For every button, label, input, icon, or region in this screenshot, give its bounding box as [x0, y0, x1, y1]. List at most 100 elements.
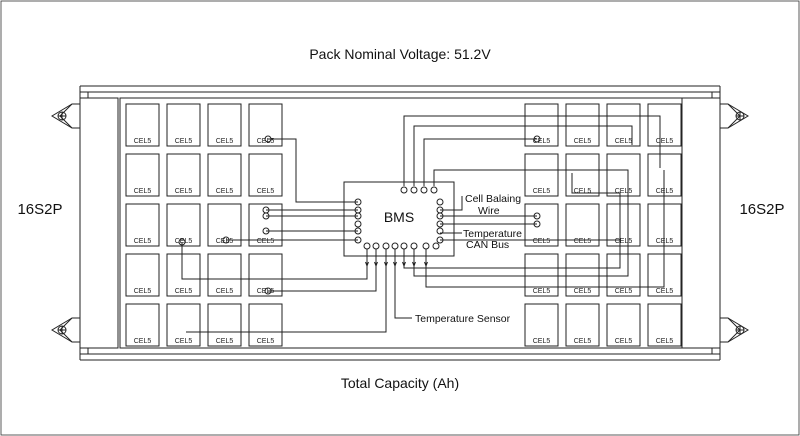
arrow-icon	[384, 261, 388, 268]
connector-pin	[422, 242, 430, 250]
mounting-hole-icon	[735, 325, 745, 335]
tap-point	[533, 135, 541, 143]
connector-pin	[430, 186, 438, 194]
connector-pin	[420, 186, 428, 194]
arrow-icon	[393, 261, 397, 268]
arrow-icon	[374, 261, 378, 268]
battery-cell: CEL5	[166, 103, 201, 147]
battery-cell: CEL5	[606, 253, 641, 297]
cell-balancing-label-line2: Wire	[478, 205, 500, 217]
cell-label: CEL5	[615, 288, 633, 295]
battery-cell: CEL5	[125, 203, 160, 247]
cell-label: CEL5	[257, 288, 275, 295]
connector-pin	[382, 242, 390, 250]
battery-cell: CEL5	[565, 303, 600, 347]
cell-label: CEL5	[656, 338, 674, 345]
battery-cell: CEL5	[125, 103, 160, 147]
battery-cell: CEL5	[248, 303, 283, 347]
cell-label: CEL5	[134, 138, 152, 145]
wiring-harness	[181, 115, 665, 333]
connector-pin	[436, 227, 444, 235]
battery-cell: CEL5	[524, 203, 559, 247]
pack-voltage-title: Pack Nominal Voltage: 51.2V	[309, 46, 491, 62]
bms-connector-pins	[354, 186, 444, 268]
cell-label: CEL5	[216, 188, 234, 195]
cell-label: CEL5	[533, 188, 551, 195]
cell-label: CEL5	[656, 288, 674, 295]
cell-label: CEL5	[656, 238, 674, 245]
tap-point	[262, 227, 270, 235]
connector-pin	[436, 212, 444, 220]
cell-label: CEL5	[134, 288, 152, 295]
cell-label: CEL5	[533, 238, 551, 245]
connector-pin	[354, 227, 362, 235]
connector-pin	[410, 242, 418, 250]
connector-pin	[432, 242, 440, 250]
battery-cell: CEL5	[125, 153, 160, 197]
cell-balancing-label-line1: Cell Balaing	[465, 193, 521, 205]
total-capacity-label: Total Capacity (Ah)	[341, 375, 459, 391]
cell-label: CEL5	[216, 238, 234, 245]
cell-label: CEL5	[656, 188, 674, 195]
cell-label: CEL5	[134, 238, 152, 245]
cell-label: CEL5	[257, 188, 275, 195]
cell-label: CEL5	[533, 288, 551, 295]
temperature-sensor-label: Temperature Sensor	[415, 313, 511, 325]
cell-label: CEL5	[574, 138, 592, 145]
config-label-left: 16S2P	[17, 201, 62, 218]
connector-pin	[354, 198, 362, 206]
config-label-right: 16S2P	[739, 201, 784, 218]
cell-label: CEL5	[175, 238, 193, 245]
bms-module: BMS	[343, 181, 455, 268]
battery-cell: CEL5	[606, 103, 641, 147]
cell-label: CEL5	[175, 288, 193, 295]
tap-point	[264, 287, 272, 295]
battery-cell: CEL5	[248, 153, 283, 197]
battery-cell: CEL5	[166, 303, 201, 347]
cell-label: CEL5	[134, 188, 152, 195]
battery-cell: CEL5	[207, 303, 242, 347]
battery-cell: CEL5	[166, 153, 201, 197]
battery-cell: CEL5	[166, 253, 201, 297]
battery-cell: CEL5	[248, 253, 283, 297]
cell-label: CEL5	[615, 188, 633, 195]
cell-label: CEL5	[175, 138, 193, 145]
connector-pin	[436, 220, 444, 228]
tap-point	[533, 220, 541, 228]
connector-pin	[354, 236, 362, 244]
cell-label: CEL5	[175, 338, 193, 345]
connector-pin	[436, 236, 444, 244]
arrow-icon	[365, 261, 369, 268]
cell-label: CEL5	[216, 138, 234, 145]
battery-cell: CEL5	[207, 103, 242, 147]
cell-label: CEL5	[574, 338, 592, 345]
pack-enclosure	[51, 85, 749, 361]
cell-label: CEL5	[533, 338, 551, 345]
tap-point	[222, 236, 230, 244]
tap-point	[262, 212, 270, 220]
mounting-hole-icon	[57, 325, 67, 335]
battery-cell: CEL5	[606, 303, 641, 347]
connector-pin	[410, 186, 418, 194]
connector-pin	[354, 220, 362, 228]
battery-cell: CEL5	[125, 303, 160, 347]
tap-point	[178, 238, 186, 246]
battery-cell: CEL5	[565, 153, 600, 197]
cell-label: CEL5	[574, 188, 592, 195]
battery-cell: CEL5	[565, 203, 600, 247]
battery-cell: CEL5	[125, 253, 160, 297]
battery-cell: CEL5	[248, 203, 283, 247]
connector-pin	[436, 198, 444, 206]
connector-pin	[400, 242, 408, 250]
cell-label: CEL5	[574, 238, 592, 245]
cell-label: CEL5	[574, 288, 592, 295]
bms-label: BMS	[384, 209, 414, 225]
cell-label: CEL5	[216, 338, 234, 345]
arrow-icon	[412, 261, 416, 268]
battery-cell: CEL5	[606, 203, 641, 247]
battery-cell: CEL5	[524, 303, 559, 347]
cell-label: CEL5	[134, 338, 152, 345]
cell-label: CEL5	[615, 138, 633, 145]
